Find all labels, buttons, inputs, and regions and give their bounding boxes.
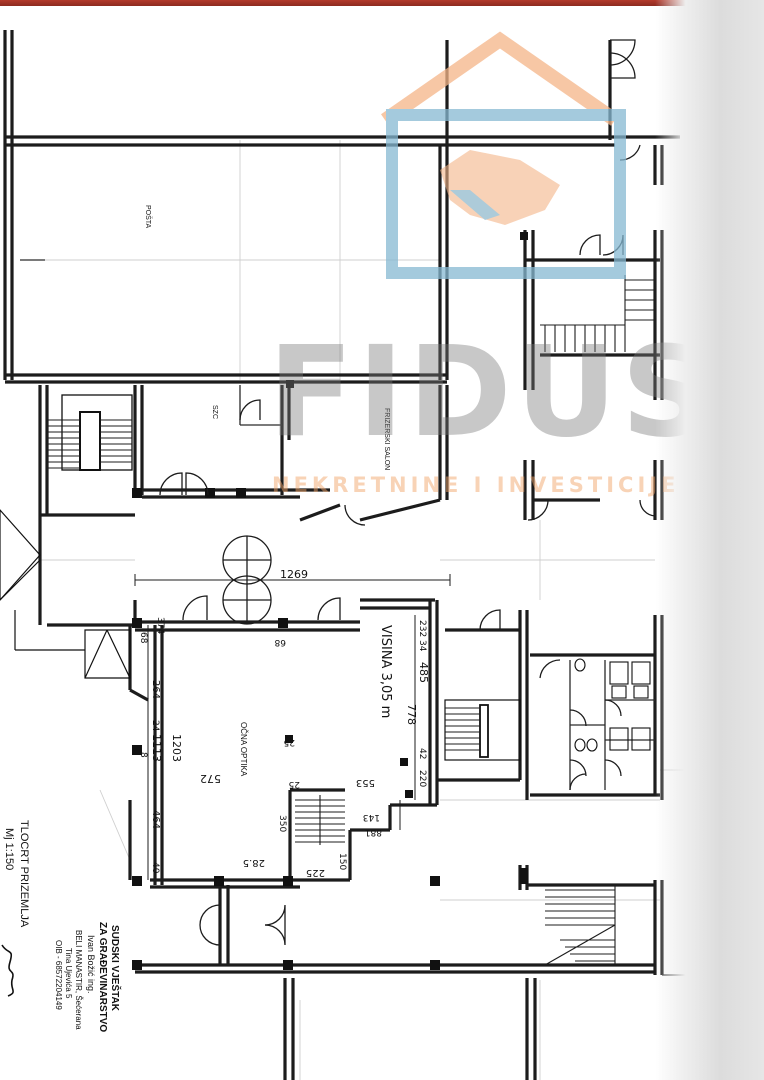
dim-485: 485	[417, 662, 430, 683]
stamp-line-6: OIB - 68572204149	[54, 940, 63, 1010]
house-outline-icon	[381, 31, 619, 126]
plan-title: TLOCRT PRIZEMLJA	[18, 820, 30, 928]
page-fold-shadow	[655, 0, 764, 1080]
dim-232: 232	[417, 620, 427, 637]
room-label-frizerski-salon: FRIZERSKI SALON	[383, 408, 390, 470]
stamp-line-4: BELI MANASTIR, Šećerana	[74, 930, 83, 1030]
dim-8: 8	[138, 752, 148, 758]
dim-264: 264	[150, 680, 161, 699]
stair-bottom-right	[544, 885, 616, 966]
dim-68a: 68	[138, 632, 148, 644]
room-label-ocna-optika: OČNA OPTIKA	[239, 722, 248, 777]
stair-left	[48, 394, 133, 471]
dim-40: 40	[150, 862, 160, 874]
dim-374: 374	[155, 617, 165, 634]
dim-150: 150	[337, 853, 347, 870]
dim-34: 34	[417, 640, 427, 652]
labels: POŠTA SZC FRIZERSKI SALON OČNA OPTIKA VI…	[138, 205, 430, 878]
dim-881: 881	[365, 827, 382, 837]
dim-350: 350	[277, 815, 287, 832]
plan-scale: Mj 1:150	[3, 828, 15, 870]
room-label-szc: SZC	[211, 405, 218, 419]
dim-24: 24	[150, 720, 160, 732]
dim-25a: 25	[284, 737, 295, 747]
title-block: TLOCRT PRIZEMLJA Mj 1:150	[3, 820, 30, 928]
stamp-line-5: Tina Ujevića 5	[64, 948, 73, 999]
dim-1203: 1203	[170, 734, 183, 762]
dim-68b: 68	[274, 637, 286, 647]
dim-553: 553	[356, 777, 375, 788]
top-edge-strip	[0, 0, 764, 6]
dim-25b: 25	[289, 779, 300, 789]
wc-fixtures	[574, 658, 651, 752]
expert-stamp: SUDSKI VJEŠTAK ZA GRAĐEVINARSTVO Ivan Bo…	[54, 922, 122, 1032]
doors	[159, 39, 656, 946]
dim-220: 220	[417, 770, 427, 787]
watermark-tagline: NEKRETNINE I INVESTICIJE	[272, 473, 679, 497]
handshake-icon	[440, 150, 560, 225]
dimension-label-1269: 1269	[280, 568, 308, 581]
columns	[132, 232, 528, 970]
stair-top-right	[540, 275, 655, 352]
dim-464: 464	[150, 810, 161, 829]
dim-143: 143	[363, 812, 380, 822]
dim-572: 572	[200, 772, 221, 785]
signature	[1, 944, 14, 997]
room-label-posta: POŠTA	[144, 205, 153, 229]
stamp-line-1: SUDSKI VJEŠTAK	[109, 925, 122, 1012]
stair-mid-right	[444, 699, 521, 761]
dim-1113: 1113	[150, 734, 163, 762]
annotation-visina: VISINA 3,05 m	[378, 625, 393, 718]
stair-optika	[295, 795, 345, 845]
background-lines	[20, 140, 690, 1080]
fidus-watermark: FIDUS NEKRETNINE I INVESTICIJE	[268, 31, 715, 497]
dimension-1269	[134, 574, 451, 586]
stamp-line-3: Ivan Božić ing.	[86, 935, 96, 994]
entrance-shapes	[0, 509, 131, 679]
optika-dimension-lines	[147, 615, 416, 880]
watermark-box	[386, 109, 626, 279]
dim-42: 42	[417, 748, 427, 759]
walls	[3, 30, 695, 1080]
stamp-line-2: ZA GRAĐEVINARSTVO	[97, 922, 108, 1032]
dim-285: 28.5	[243, 857, 265, 868]
dim-225: 225	[306, 867, 325, 878]
watermark-brand: FIDUS	[268, 320, 715, 465]
dim-778: 778	[405, 704, 418, 725]
